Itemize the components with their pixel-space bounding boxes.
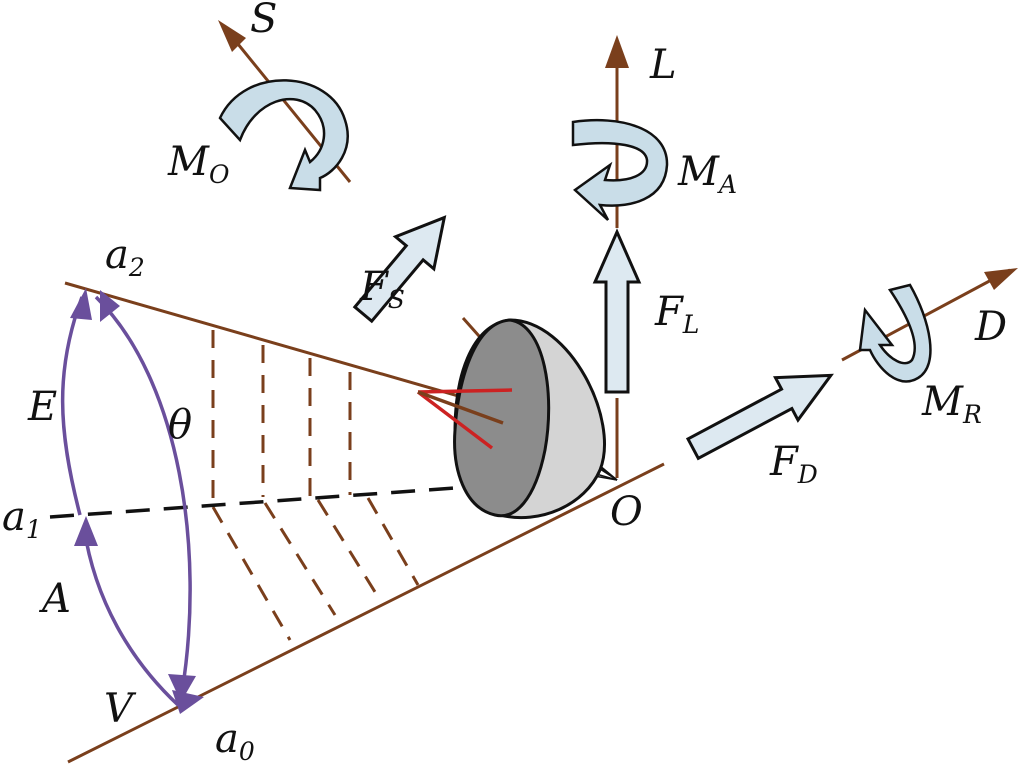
fs-label: FS (359, 264, 405, 314)
s-axis-arrowhead (218, 20, 246, 52)
moment-arrow-ma (571, 118, 669, 221)
e-label: E (27, 384, 57, 430)
upper-arc-left (60, 296, 84, 516)
big-arc-right (94, 295, 192, 693)
fd-label: FD (769, 439, 818, 489)
curved-arrow-icon (858, 283, 932, 383)
a-label: A (38, 576, 71, 622)
curved-arrow-icon (571, 118, 669, 221)
curved-arrow-icon (218, 79, 349, 192)
half-sphere-wing-icon (416, 318, 618, 520)
force-arrow-fs (352, 215, 447, 324)
stroke-plane-hatch (211, 330, 420, 641)
hollow-arrow-icon (685, 373, 834, 461)
lower-arc-left (82, 527, 180, 707)
a1-axis (49, 486, 456, 519)
a1-label: a1 (2, 494, 42, 544)
moment-arrow-mo (218, 79, 349, 192)
theta-label: θ (168, 402, 192, 448)
ma-label: MA (677, 149, 737, 199)
arc-arrowheads (70, 288, 204, 714)
moment-arrow-mr (858, 283, 932, 383)
stroke-angle-arcs (60, 295, 192, 707)
hollow-arrow-icon (352, 215, 447, 324)
mo-label: MO (167, 139, 229, 189)
force-arrow-fd (685, 373, 834, 461)
l-axis-arrowhead (605, 35, 629, 68)
s-axis-label: S (250, 0, 277, 42)
a0-label: a0 (215, 716, 255, 766)
l-axis-label: L (649, 42, 677, 88)
v-label: V (104, 686, 137, 732)
d-axis-label: D (974, 304, 1007, 350)
origin-label: O (610, 489, 643, 535)
mr-label: MR (921, 379, 982, 429)
stroke-plane-upper-edge (64, 281, 463, 399)
fl-label: FL (654, 289, 699, 339)
a2-label: a2 (105, 232, 145, 282)
force-arrow-fl (592, 228, 642, 394)
d-axis-arrowhead (984, 268, 1018, 290)
stroke-plane-lower-edge (67, 462, 665, 764)
hollow-arrow-icon (592, 228, 642, 394)
